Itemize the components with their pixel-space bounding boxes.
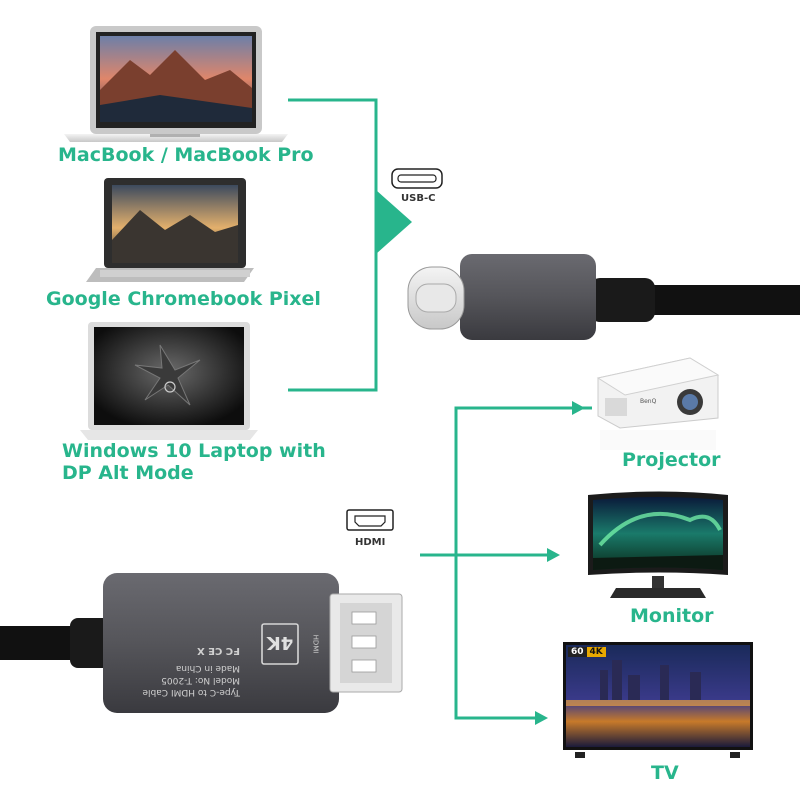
projector-brand: BenQ xyxy=(640,398,657,405)
adapter-print-line: Type-C to HDMI Cable xyxy=(142,687,241,697)
tv-label: TV xyxy=(651,762,679,784)
hdmi-port-icon xyxy=(346,509,394,531)
monitor-image xyxy=(588,491,728,598)
adapter-print: Type-C to HDMI Cable Model No: T-2005 Ma… xyxy=(130,588,241,698)
tv-badge: 60 4K xyxy=(568,647,606,657)
arrow-to-projector xyxy=(572,401,585,415)
usbc-port-icon xyxy=(391,168,443,189)
windows-laptop-label-line2: DP Alt Mode xyxy=(62,462,194,484)
monitor-label: Monitor xyxy=(630,605,714,627)
windows-laptop-image xyxy=(80,322,258,440)
4k-badge: 4K xyxy=(266,632,294,653)
usbc-arrow xyxy=(376,190,412,254)
adapter-cert-marks: FC CE X xyxy=(196,645,240,656)
macbook-image xyxy=(64,26,288,142)
chromebook-label: Google Chromebook Pixel xyxy=(46,288,321,310)
adapter-print-line: Model No: T-2005 xyxy=(161,675,240,685)
hdmi-tag: HDMI xyxy=(355,537,386,548)
macbook-label: MacBook / MacBook Pro xyxy=(58,144,314,166)
chromebook-image xyxy=(86,178,254,282)
projector-image xyxy=(596,357,720,450)
adapter-print-line: Made in China xyxy=(175,663,240,673)
hdmi-adapter-image xyxy=(0,573,403,713)
usbc-tag: USB-C xyxy=(401,193,436,204)
4k-badge-frame xyxy=(261,623,299,665)
windows-laptop-label-line1: Windows 10 Laptop with xyxy=(62,440,326,462)
usbc-plug-image xyxy=(407,254,800,340)
arrow-to-tv xyxy=(535,711,548,725)
arrow-to-monitor xyxy=(547,548,560,562)
tv-badge-res: 4K xyxy=(586,647,606,657)
adapter-port-label: HDMI xyxy=(311,634,320,654)
tv-image xyxy=(563,642,753,758)
projector-label: Projector xyxy=(622,449,721,471)
tv-badge-fps: 60 xyxy=(568,647,587,657)
display-branch-lines xyxy=(420,406,592,720)
